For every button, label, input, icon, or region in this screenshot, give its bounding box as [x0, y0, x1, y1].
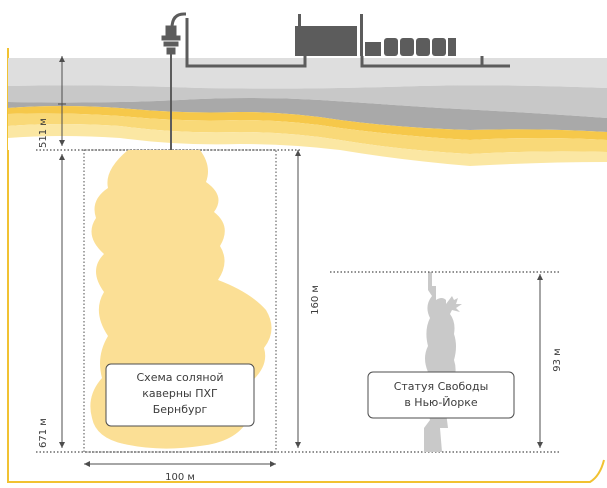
- cavern-caption-box: [105, 363, 255, 427]
- cavern-caption-line2: каверны ПХГ: [142, 387, 218, 400]
- cavern-caption-line1: Схема соляной: [137, 371, 224, 384]
- statue-caption-line1: Статуя Свободы: [394, 380, 489, 393]
- statue-height-label: 93 м: [552, 348, 563, 371]
- wellhead-icon: [161, 12, 186, 55]
- yellow-layer-light: [8, 124, 607, 166]
- cavern-width-ruler: [84, 461, 276, 467]
- depth-top-label: 511 м: [38, 118, 49, 148]
- frame-border: [7, 48, 605, 483]
- grey-layer: [8, 85, 607, 118]
- gas-plant-icon: [295, 14, 456, 56]
- statue-height-ruler: [537, 274, 543, 448]
- cavern-width-label: 100 м: [165, 472, 195, 483]
- ground-layers: [8, 58, 607, 166]
- dark-rock-layer: [8, 98, 607, 132]
- statue-caption-line2: в Нью-Йорке: [404, 396, 478, 409]
- cavern-height-label: 160 м: [310, 285, 321, 315]
- surface-layer: [8, 58, 607, 89]
- statue-of-liberty-icon: [424, 272, 462, 452]
- yellow-layer-mid: [8, 113, 607, 154]
- depth-ruler: [58, 56, 66, 448]
- cavern-height-ruler: [295, 150, 301, 448]
- statue-caption-box: [367, 371, 515, 419]
- depth-bottom-label: 671 м: [38, 418, 49, 448]
- pipeline: [185, 18, 510, 68]
- yellow-layer-bright: [8, 106, 607, 140]
- cavern-caption-line3: Бернбург: [153, 403, 208, 416]
